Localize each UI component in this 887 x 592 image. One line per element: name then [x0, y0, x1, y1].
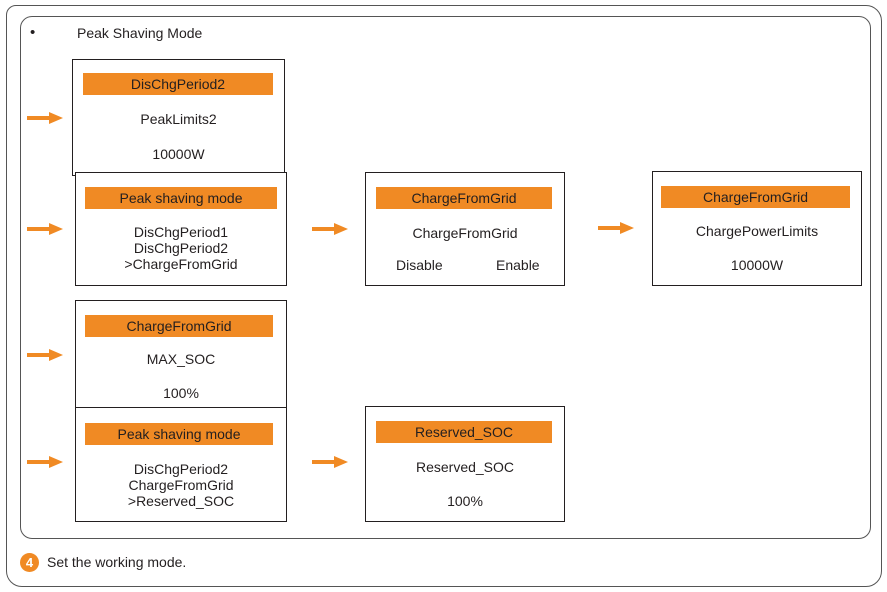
- bullet: •: [30, 24, 36, 41]
- screen-line: PeakLimits2: [140, 111, 217, 127]
- menu-item: DisChgPeriod1: [133, 224, 229, 240]
- screen-max-soc: ChargeFromGrid MAX_SOC 100%: [75, 300, 287, 408]
- right-arrow-icon: [598, 222, 634, 234]
- menu-item-selected: >Reserved_SOC: [127, 493, 235, 509]
- right-arrow-icon: [312, 456, 348, 468]
- menu-item: DisChgPeriod2: [133, 461, 229, 477]
- screen-line: MAX_SOC: [146, 351, 216, 367]
- inner-frame: [20, 16, 871, 539]
- menu-item-selected: >ChargeFromGrid: [124, 256, 238, 272]
- step-instruction: Set the working mode.: [47, 554, 187, 570]
- screen-value: 10000W: [730, 257, 784, 273]
- screen-dischgperiod2: DisChgPeriod2 PeakLimits2 10000W: [72, 59, 285, 176]
- screen-line: Reserved_SOC: [415, 459, 515, 475]
- screen-reserved-soc: Reserved_SOC Reserved_SOC 100%: [365, 406, 565, 522]
- outer-frame: [6, 5, 882, 587]
- section-title: Peak Shaving Mode: [77, 25, 203, 41]
- option-disable: Disable: [396, 257, 443, 273]
- option-enable: Enable: [496, 257, 540, 273]
- screen-header: Peak shaving mode: [85, 423, 273, 445]
- right-arrow-icon: [27, 112, 63, 124]
- menu-item: DisChgPeriod2: [133, 240, 229, 256]
- screen-value: 100%: [163, 385, 199, 401]
- screen-header: ChargeFromGrid: [376, 187, 552, 209]
- screen-header: ChargeFromGrid: [85, 315, 273, 337]
- screen-peak-shaving-menu-2: Peak shaving mode DisChgPeriod2 ChargeFr…: [75, 407, 287, 522]
- right-arrow-icon: [27, 223, 63, 235]
- screen-value: 10000W: [152, 146, 205, 162]
- right-arrow-icon: [27, 456, 63, 468]
- screen-line: ChargePowerLimits: [695, 223, 819, 239]
- step-number-badge: 4: [20, 553, 39, 572]
- screen-value: 100%: [447, 493, 483, 509]
- menu-item: ChargeFromGrid: [128, 477, 234, 493]
- screen-peak-shaving-menu-1: Peak shaving mode DisChgPeriod1 DisChgPe…: [75, 172, 287, 286]
- screen-header: ChargeFromGrid: [661, 186, 850, 208]
- screen-header: DisChgPeriod2: [83, 73, 273, 95]
- screen-header: Reserved_SOC: [376, 421, 552, 443]
- right-arrow-icon: [27, 349, 63, 361]
- screen-header: Peak shaving mode: [85, 187, 277, 209]
- screen-chargepowerlimits: ChargeFromGrid ChargePowerLimits 10000W: [652, 171, 862, 286]
- screen-line: ChargeFromGrid: [412, 225, 518, 241]
- screen-chargefromgrid-toggle: ChargeFromGrid ChargeFromGrid Disable En…: [365, 172, 565, 286]
- right-arrow-icon: [312, 223, 348, 235]
